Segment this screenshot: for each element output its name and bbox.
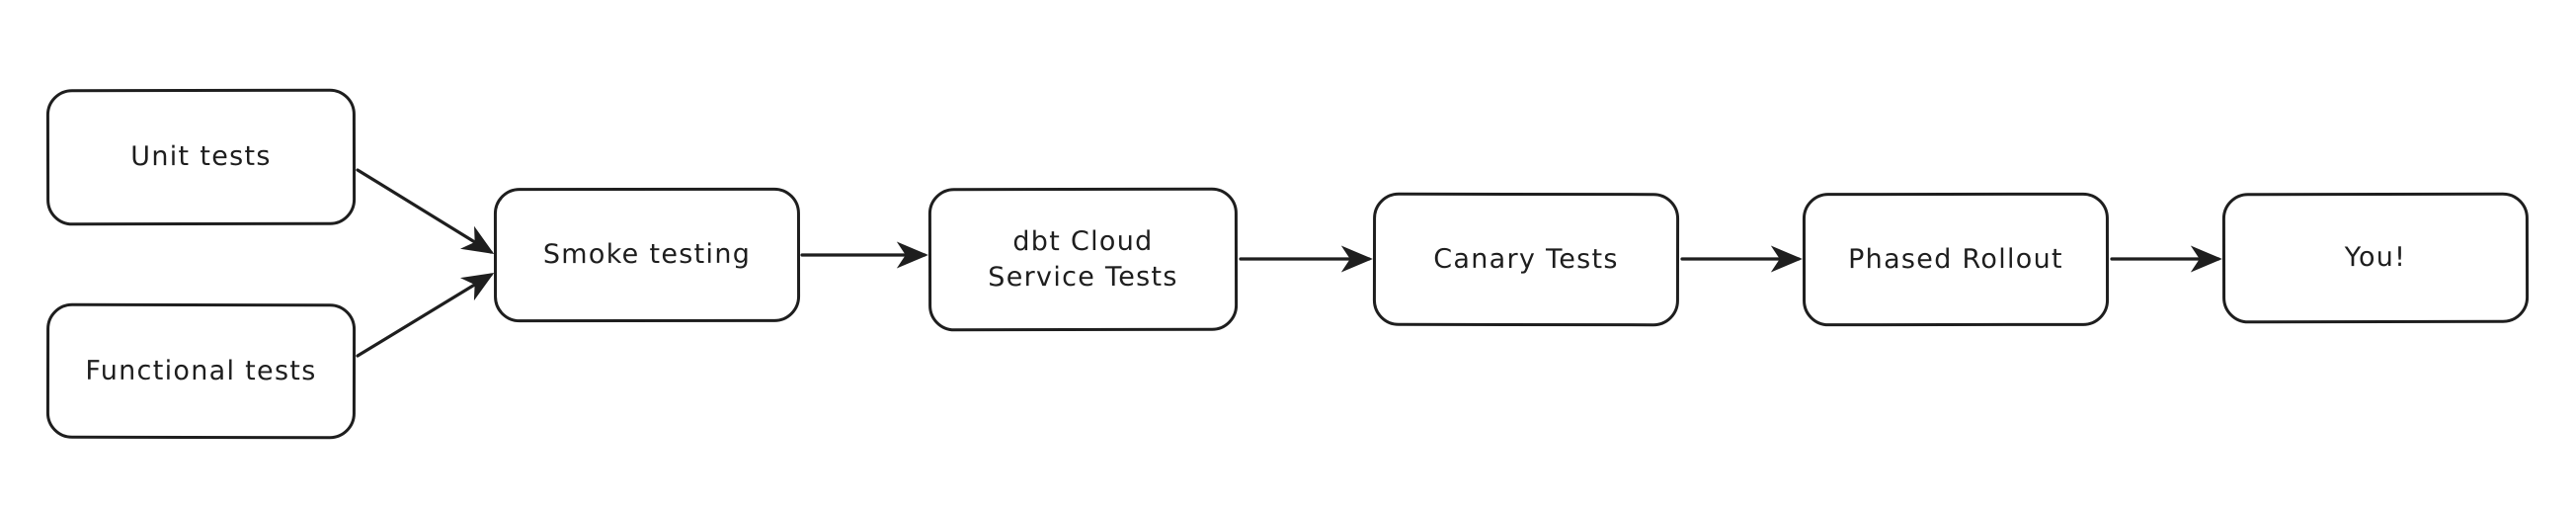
edge-functional-to-smoke (356, 273, 495, 358)
node-dbt-cloud-service-tests[interactable]: dbt Cloud Service Tests (927, 187, 1239, 332)
node-functional-tests[interactable]: Functional tests (45, 302, 357, 440)
node-label-smoke-testing: Smoke testing (542, 239, 752, 271)
node-label-you: You! (2344, 242, 2407, 274)
node-label-functional-tests: Functional tests (85, 355, 317, 386)
edge-unit-to-smoke (356, 168, 495, 255)
node-unit-tests[interactable]: Unit tests (45, 88, 357, 226)
node-label-phased-rollout: Phased Rollout (1848, 243, 2063, 275)
node-smoke-testing[interactable]: Smoke testing (493, 187, 801, 323)
node-phased-rollout[interactable]: Phased Rollout (1802, 192, 2110, 327)
node-label-unit-tests: Unit tests (130, 141, 272, 173)
node-canary-tests[interactable]: Canary Tests (1372, 192, 1680, 327)
node-you[interactable]: You! (2221, 192, 2530, 324)
node-label-canary-tests: Canary Tests (1433, 243, 1619, 275)
node-label-dbt-cloud-service-tests: dbt Cloud Service Tests (988, 225, 1178, 293)
